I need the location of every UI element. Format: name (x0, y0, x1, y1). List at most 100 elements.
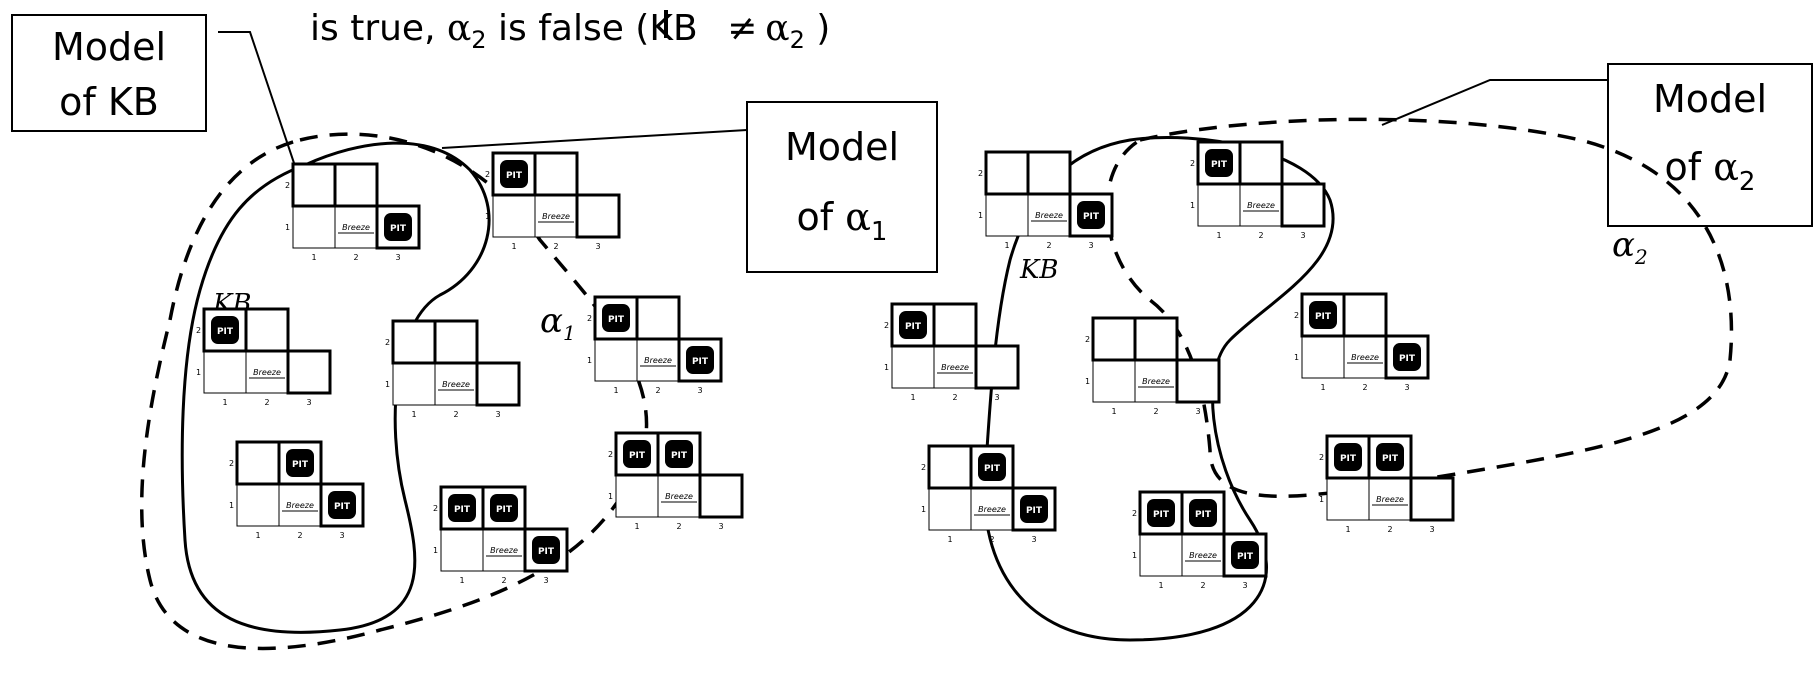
col-label: 3 (1429, 525, 1434, 534)
col-label: 1 (311, 253, 316, 262)
col-label: 3 (495, 410, 500, 419)
grid-cell (433, 319, 479, 365)
col-label: 3 (1404, 383, 1409, 392)
breeze-label: Breeze (644, 356, 672, 365)
grid-outline (291, 162, 379, 208)
grid-cell (292, 205, 336, 249)
pit-label: PIT (692, 357, 709, 367)
callout-alpha2-line2: of α2 (1665, 145, 1756, 197)
grid-cell (594, 338, 638, 382)
grid-cell (392, 362, 436, 406)
pit-label: PIT (1211, 160, 1228, 170)
grid-outline (491, 151, 579, 197)
breeze-label: Breeze (941, 363, 969, 372)
pit-label: PIT (454, 505, 471, 515)
grid-cell (475, 361, 521, 407)
row-label: 1 (433, 546, 438, 555)
row-label: 1 (385, 380, 390, 389)
breeze-label: Breeze (1376, 495, 1404, 504)
grid-cell (1238, 140, 1284, 186)
col-label: 2 (989, 535, 994, 544)
col-label: 2 (1258, 231, 1263, 240)
pit-marker (1147, 499, 1175, 527)
pit-label: PIT (217, 327, 234, 337)
row-label: 1 (921, 505, 926, 514)
grid-cell (482, 528, 526, 572)
pit-marker (1205, 149, 1233, 177)
pit-marker (448, 494, 476, 522)
row-label: 1 (587, 356, 592, 365)
breeze-label: Breeze (665, 492, 693, 501)
pit-marker (1020, 495, 1048, 523)
col-label: 3 (395, 253, 400, 262)
grid-cell (1368, 477, 1412, 521)
callout-model-of-kb: Model of KB (11, 14, 298, 173)
grid-cell (928, 487, 972, 531)
col-label: 2 (1200, 581, 1205, 590)
pit-label: PIT (1340, 454, 1357, 464)
grid-outline (984, 150, 1072, 196)
pit-marker (978, 453, 1006, 481)
pit-label: PIT (496, 505, 513, 515)
pit-label: PIT (1195, 510, 1212, 520)
grid-outline (235, 440, 323, 486)
grid-cell (236, 483, 280, 527)
grid-cell (970, 487, 1014, 531)
grid-outline (391, 319, 479, 365)
grid-cell (1326, 477, 1370, 521)
row-label: 2 (978, 169, 983, 178)
pit-label: PIT (1237, 552, 1254, 562)
breeze-label: Breeze (286, 501, 314, 510)
caption-alpha2-sub: 2 (790, 26, 805, 54)
pit-label: PIT (629, 451, 646, 461)
row-label: 1 (1132, 551, 1137, 560)
col-label: 3 (697, 386, 702, 395)
grid-cell (291, 162, 337, 208)
row-label: 1 (884, 363, 889, 372)
grid-outline (593, 295, 681, 341)
grid-cell (974, 344, 1020, 390)
pit-label: PIT (608, 315, 625, 325)
col-label: 2 (1046, 241, 1051, 250)
col-label: 3 (595, 242, 600, 251)
grid-cell (1091, 316, 1137, 362)
grid-cell (984, 150, 1030, 196)
row-label: 2 (196, 326, 201, 335)
caption-mid: is false (KB (487, 8, 710, 49)
row-label: 2 (921, 463, 926, 472)
row-label: 1 (229, 501, 234, 510)
row-label: 1 (285, 223, 290, 232)
grid-cell (203, 350, 247, 394)
pit-label: PIT (1399, 354, 1416, 364)
grid-outline (614, 431, 702, 477)
col-label: 1 (1004, 241, 1009, 250)
col-label: 1 (1345, 525, 1350, 534)
breeze-label: Breeze (442, 380, 470, 389)
pit-label: PIT (671, 451, 688, 461)
row-label: 2 (587, 314, 592, 323)
col-label: 2 (297, 531, 302, 540)
col-label: 1 (411, 410, 416, 419)
row-label: 2 (229, 459, 234, 468)
grid-cell (245, 350, 289, 394)
callout-kb-line2: of KB (59, 80, 159, 124)
grid-cell (1133, 316, 1179, 362)
grid-cell (927, 444, 973, 490)
breeze-label: Breeze (978, 505, 1006, 514)
grid-cell (1197, 183, 1241, 227)
grid-outline (1325, 434, 1413, 480)
col-label: 2 (453, 410, 458, 419)
kb-region-boundary-left (180, 141, 491, 634)
pit-marker (328, 491, 356, 519)
grid-cell (286, 349, 332, 395)
col-label: 1 (1320, 383, 1325, 392)
grid-cell (891, 345, 935, 389)
